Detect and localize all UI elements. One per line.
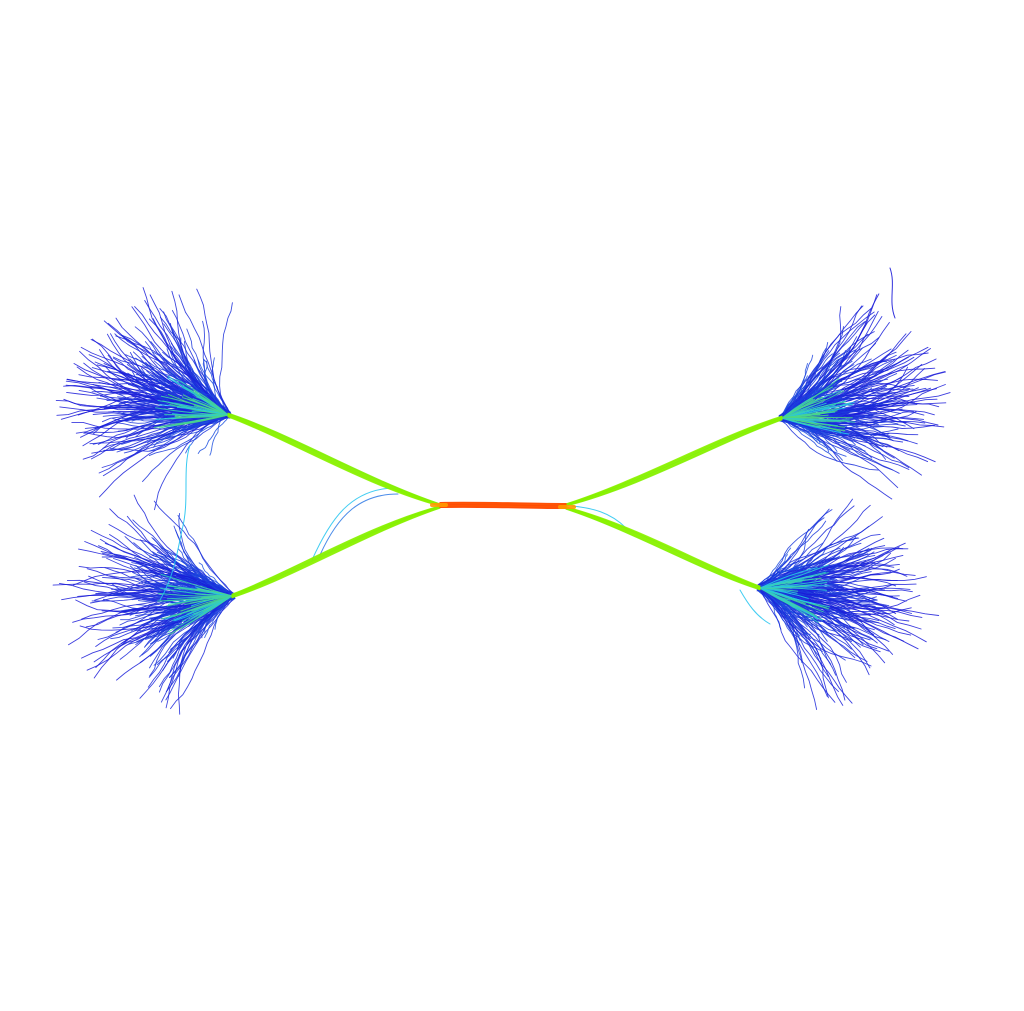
fan-fiber [779,419,879,471]
fan-fiber [202,359,229,415]
fan-fiber [778,385,806,421]
fan-fiber [779,360,853,419]
fan-fiber [781,321,866,417]
branch-fiber [565,508,761,590]
fan-fiber [762,587,828,697]
fan-fiber [147,596,233,688]
trunk-fiber [439,502,567,506]
fan-fiber [197,416,229,454]
fan-core-fiber [192,398,229,416]
fan-fiber [203,358,228,414]
fan-fiber [761,548,909,586]
fan-fiber [160,595,234,703]
fan-fiber [114,333,231,414]
fan-fiber [758,588,829,699]
fan-core-fiber [781,410,838,419]
fan-fiber [110,598,235,640]
fan-core-fiber [157,595,233,602]
central-trunk [430,501,576,510]
fan-fiber [148,556,233,597]
fan-fibers [52,287,951,715]
fan-fiber [761,552,867,588]
fan-fiber [170,346,231,418]
trunk-fiber [439,506,567,510]
fan-fiber [757,520,827,586]
fan-fiber [761,590,814,620]
fan-fiber [214,592,235,630]
fan-fiber [153,500,234,594]
fan-core-fiber [181,595,233,629]
stray-fiber [571,505,627,529]
fan-fiber [116,414,231,453]
fan-core-fiber [781,417,821,428]
stray-fiber [319,493,399,556]
fan-fiber [177,514,236,596]
trunk-fiber [439,501,567,505]
branch-bundles [227,412,783,599]
fan-fiber [178,294,231,415]
fan-fiber [130,573,232,597]
fan-fiber [99,538,230,596]
fan-fiber [170,593,235,710]
fan-fiber [758,586,840,619]
fan-fiber [142,416,229,483]
fan-fiber [759,564,802,586]
fan-fiber [186,328,231,416]
fan-fiber [779,417,843,461]
fan-fiber [149,413,231,452]
fan-fiber [757,554,904,586]
fan-fiber [757,586,837,676]
trunk-fiber [439,504,567,508]
fan-fiber [784,420,894,471]
branch-fiber [231,507,441,599]
fan-fiber [111,583,230,604]
fan-fiber [783,418,838,462]
fan-core-fiber [759,567,818,589]
fan-fiber [72,569,230,594]
fan-fiber [757,525,870,589]
fan-fiber [158,597,233,693]
trunk-fiber [439,504,567,507]
branch-fiber [227,416,441,507]
fan-core-fiber [193,405,229,416]
fan-core-fiber [781,400,846,419]
trunk-fiber [439,503,567,506]
fan-fiber [784,358,872,416]
fan-core-fiber [197,587,233,597]
fan-fiber [780,418,919,437]
fan-core-fiber [175,414,229,417]
fan-core-fiber [759,585,808,589]
fan-fiber [90,529,235,598]
fan-fiber [782,387,927,418]
fan-fiber [782,384,915,417]
branch-fiber [565,419,783,507]
fan-fiber [136,563,235,595]
fan-core-fiber [759,587,816,605]
fan-core-fiber [759,575,814,589]
branch-fiber [565,508,761,591]
fan-fiber [758,586,874,600]
fan-core-fiber [175,414,229,426]
stray-fiber [889,267,896,319]
fan-fiber [757,567,802,587]
fan-fiber [148,318,228,416]
fan-core-fiber [191,595,233,612]
fan-fiber [156,596,232,666]
stray-fiber [159,444,191,601]
fan-core-fiber [194,593,233,597]
fan-core-fiber [781,398,826,419]
fan-fiber [196,288,232,416]
fan-fiber [131,306,230,416]
fan-fiber [760,517,825,588]
fan-core-fiber [759,587,815,617]
stray-fiber [739,589,771,625]
fan-fiber [758,553,869,586]
fan-fiber [757,586,836,703]
trunk-fiber [439,505,567,509]
fan-fiber [779,353,833,419]
